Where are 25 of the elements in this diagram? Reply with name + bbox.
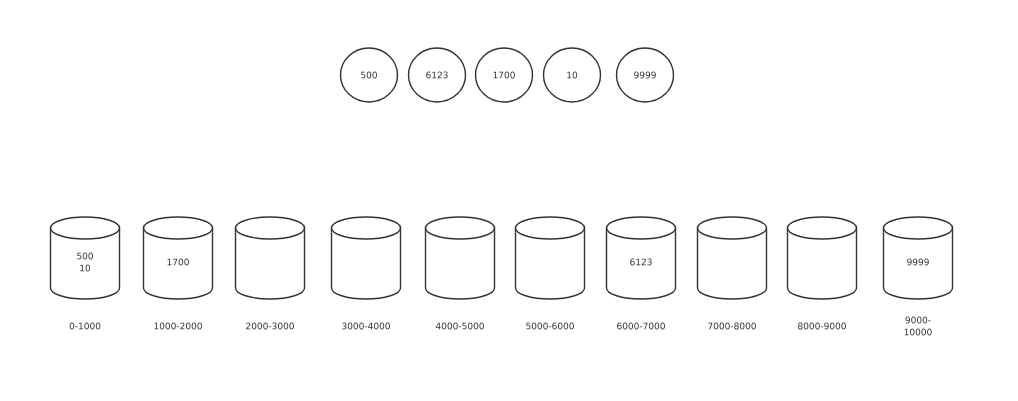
range-label: 3000-4000: [342, 322, 390, 330]
range-label: 1000-2000: [154, 322, 202, 330]
node-label: 6123: [630, 258, 652, 266]
cylinder: [514, 216, 586, 300]
cylinder: 9999: [882, 216, 954, 300]
cylinder: 500 10: [49, 216, 121, 300]
range-label: 4000-5000: [435, 322, 484, 330]
range-label: 6000-7000: [617, 322, 665, 330]
range-label: 2000-3000: [246, 322, 294, 330]
range-label: 0-1000: [69, 322, 101, 330]
cylinder: 6123: [605, 216, 677, 300]
node-label: 9999: [907, 258, 929, 266]
cylinder: [786, 216, 858, 300]
range-label: 7000-8000: [708, 322, 756, 330]
cylinder: [696, 216, 768, 300]
range-label: 5000-6000: [526, 322, 574, 330]
cylinder: 1700: [142, 216, 214, 300]
range-label: 8000-9000: [798, 322, 846, 330]
node-label: 1700: [167, 258, 189, 266]
node-label: 10: [80, 264, 91, 272]
node-label: 500: [77, 252, 93, 260]
cylinder: [330, 216, 402, 300]
cylinder: [424, 216, 496, 300]
cylinder: [234, 216, 306, 300]
range-label: 9000-10000: [904, 316, 932, 336]
